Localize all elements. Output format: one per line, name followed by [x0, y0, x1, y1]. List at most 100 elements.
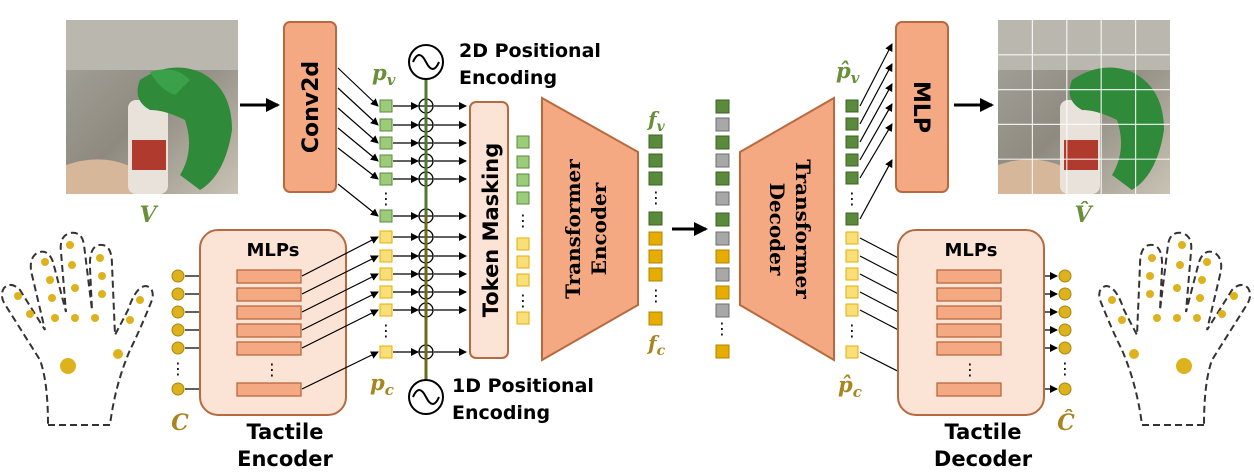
- sine-wave-1d-icon: [408, 379, 444, 415]
- reconstructed-tactile-token: [845, 345, 859, 359]
- transformer-encoder-block: Transformer Encoder: [541, 96, 639, 362]
- tactile-input-ellipsis: ⋮: [170, 359, 186, 378]
- token-to-mlp-arrow: [859, 43, 893, 107]
- conv-to-token-arrow: [337, 87, 379, 126]
- decoder-input-token: [715, 135, 730, 150]
- conv2d-block: Conv2d: [283, 21, 337, 193]
- unmasked-tactile-token: [516, 311, 530, 325]
- mask-token: [715, 153, 730, 168]
- token-to-mlp-arrow: [859, 103, 893, 161]
- tactile-input-dot: [171, 269, 185, 283]
- tactile-token: [379, 345, 393, 359]
- reconstructed-visual-token: [845, 212, 859, 226]
- tactile-decoder-title-2: Decoder: [934, 447, 1033, 471]
- sine-wave-2d-icon: [408, 44, 444, 80]
- decoder-input-token: [715, 344, 730, 359]
- tactile-mlp-bar: [236, 269, 302, 284]
- transformer-decoder-block: Transformer Decoder: [739, 96, 835, 362]
- tactile-output-ellipsis: ⋮: [1057, 359, 1073, 378]
- output-visual-ellipsis: ⋮: [844, 189, 860, 208]
- decoder-input-token: [715, 99, 730, 114]
- output-frame-image: [998, 20, 1170, 194]
- left-hand-icon: [0, 231, 154, 426]
- mask-token: [715, 117, 730, 132]
- dec-mlp-ellipsis: ⋮: [962, 360, 978, 379]
- label-pc: pc: [370, 370, 394, 399]
- label-pc-hat: p̂c: [838, 372, 862, 401]
- conv2d-label: Conv2d: [299, 61, 324, 153]
- mask-token: [715, 231, 730, 246]
- tactile-token: [379, 230, 393, 244]
- tactile-encoder-title-2: Encoder: [237, 447, 333, 471]
- tactile-input-dot: [171, 323, 185, 337]
- reconstructed-tactile-token: [845, 249, 859, 263]
- label-pv-hat: p̂v: [836, 58, 860, 87]
- tactile-output-dot: [1058, 382, 1072, 396]
- mlp-label: MLP: [908, 81, 933, 133]
- latent-token: [648, 249, 663, 264]
- conv-to-token-arrow: [337, 67, 379, 107]
- latent-token: [648, 231, 663, 246]
- tactile-mlp-bar: [236, 341, 302, 356]
- tactile-decoder-title-1: Tactile: [945, 420, 1022, 444]
- transformer-decoder-label-2: Decoder: [765, 183, 789, 276]
- tactile-output-dot: [1058, 341, 1072, 355]
- label-v: V: [139, 202, 158, 228]
- conv-to-token-arrow: [337, 183, 379, 217]
- label-c-hat: Ĉ: [1057, 409, 1075, 436]
- label-v-hat: V̂: [1074, 202, 1093, 228]
- tactile-output-dot: [1058, 269, 1072, 283]
- label-fc: fc: [646, 331, 666, 359]
- token-to-mlp-arrow: [859, 83, 893, 143]
- mlp-to-token-arrow: [301, 351, 379, 390]
- label-c: C: [171, 410, 189, 436]
- tactile-encoder-mlps: MLPs ⋮: [199, 229, 347, 416]
- tactile-mlp-bar: [236, 323, 302, 338]
- label-pv: pv: [372, 60, 396, 89]
- tactile-decoder-mlp-bar: [936, 269, 1002, 284]
- mask-token: [715, 303, 730, 318]
- tactile-input-dot: [171, 341, 185, 355]
- tactile-token: [379, 249, 393, 263]
- decoder-input-token: [715, 171, 730, 186]
- latent-token: [648, 211, 663, 226]
- unmasked-tactile-token: [516, 255, 530, 269]
- mlp-to-token-arrow: [301, 236, 379, 277]
- tactile-input-dot: [171, 382, 185, 396]
- unmasked-tactile-token: [516, 237, 530, 251]
- reconstructed-visual-token: [845, 99, 859, 113]
- tactile-encoder-title-1: Tactile: [247, 420, 324, 444]
- latent-ellipsis-2: ⋮: [648, 286, 664, 305]
- reconstructed-visual-token: [845, 135, 859, 149]
- tactile-decoder-mlp-bar: [936, 341, 1002, 356]
- visual-token: [379, 99, 393, 113]
- tactile-decoder-mlp-bar: [936, 323, 1002, 338]
- unmasked-visual-token: [516, 155, 530, 169]
- tactile-output-dots: ⋮: [1057, 269, 1073, 396]
- output-tactile-ellipsis: ⋮: [844, 321, 860, 340]
- mlp-to-token-arrow: [301, 291, 379, 331]
- visual-token: [379, 154, 393, 168]
- reconstructed-visual-token: [845, 171, 859, 185]
- latent-feature-column: ⋮⋮: [648, 134, 664, 326]
- unmasked-visual-token: [516, 135, 530, 149]
- tactile-token: [379, 303, 393, 317]
- tactile-output-dot: [1058, 305, 1072, 319]
- token-to-mlp-arrow: [859, 123, 893, 179]
- pos2d-label-1: 2D Positional: [459, 40, 601, 62]
- latent-visual-token: [648, 153, 663, 168]
- reconstructed-visual-token: [845, 153, 859, 167]
- latent-visual-token: [648, 171, 663, 186]
- token-to-mlp-arrow: [859, 63, 893, 125]
- unmasked-visual-token: [516, 173, 530, 187]
- conv-to-token-arrow: [337, 127, 379, 162]
- visual-token: [379, 209, 393, 223]
- latent-token: [648, 267, 663, 282]
- tactile-mlp-bar: [236, 305, 302, 320]
- decoder-input-token: [715, 249, 730, 264]
- visual-token-ellipsis: ⋮: [378, 189, 394, 208]
- masked-column-ellipsis-2: ⋮: [515, 291, 531, 310]
- tactile-token: [379, 285, 393, 299]
- latent-visual-token: [648, 134, 663, 149]
